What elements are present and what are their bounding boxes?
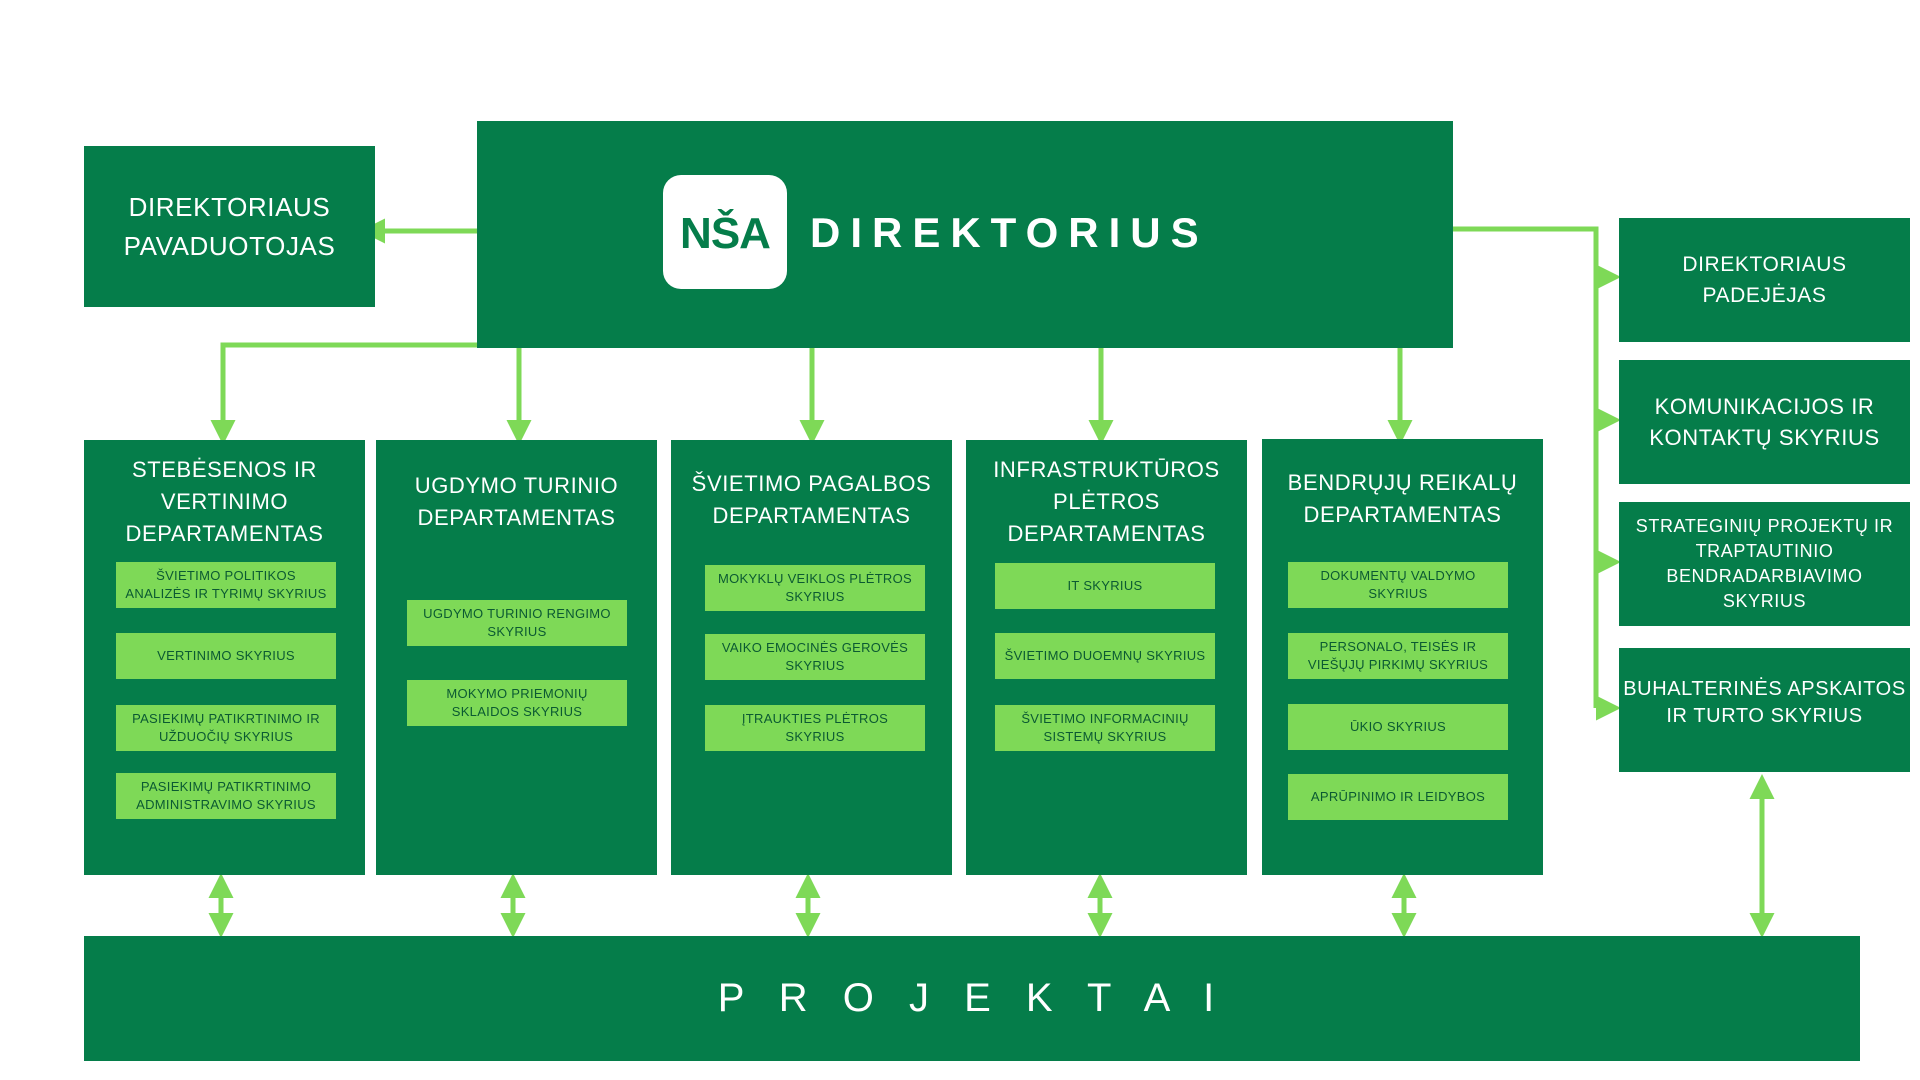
right-unit-line: IR TURTO SKYRIUS bbox=[1666, 705, 1863, 727]
unit-box: ŠVIETIMO POLITIKOS ANALIZĖS IR TYRIMŲ SK… bbox=[116, 562, 336, 608]
department-general-affairs: BENDRŲJŲ REIKALŲ DEPARTAMENTAS DOKUMENTŲ… bbox=[1262, 439, 1543, 875]
department-curriculum: UGDYMO TURINIO DEPARTAMENTAS UGDYMO TURI… bbox=[376, 440, 657, 875]
unit-line: ADMINISTRAVIMO SKYRIUS bbox=[136, 797, 316, 812]
unit-box: IT SKYRIUS bbox=[995, 563, 1215, 609]
nsa-logo-mark: NŠA bbox=[680, 207, 771, 258]
unit-line: IT SKYRIUS bbox=[1067, 578, 1143, 593]
unit-line: PERSONALO, TEISĖS IR bbox=[1319, 639, 1477, 654]
svg-text:NŠA: NŠA bbox=[680, 207, 770, 258]
director-box bbox=[477, 121, 1453, 348]
unit-box: APRŪPINIMO IR LEIDYBOS bbox=[1288, 774, 1508, 820]
unit-box: ŪKIO SKYRIUS bbox=[1288, 704, 1508, 750]
director-title: DIREKTORIUS bbox=[810, 209, 1209, 256]
right-unit-line: BUHALTERINĖS APSKAITOS bbox=[1623, 678, 1906, 700]
department-title-line: DEPARTAMENTAS bbox=[712, 503, 911, 528]
right-unit-line: KOMUNIKACIJOS IR bbox=[1654, 394, 1875, 419]
unit-box: PASIEKIMŲ PATIKRTINIMO IR UŽDUOČIŲ SKYRI… bbox=[116, 705, 336, 751]
projects-label: P R O J E K T A I bbox=[717, 976, 1227, 1020]
unit-line: ŪKIO SKYRIUS bbox=[1349, 719, 1447, 734]
connector-to-dept-1 bbox=[210, 342, 477, 445]
unit-box: ŠVIETIMO DUOEMNŲ SKYRIUS bbox=[995, 633, 1215, 679]
unit-line: SKYRIUS bbox=[1368, 586, 1428, 601]
department-education-support: ŠVIETIMO PAGALBOS DEPARTAMENTAS MOKYKLŲ … bbox=[671, 440, 952, 875]
department-title-line: VERTINIMO bbox=[160, 489, 289, 514]
unit-line: VAIKO EMOCINĖS GEROVĖS bbox=[721, 640, 909, 655]
unit-line: ĮTRAUKTIES PLĖTROS bbox=[741, 711, 889, 726]
department-title-line: STEBĖSENOS IR bbox=[131, 457, 318, 482]
unit-box: PASIEKIMŲ PATIKRTINIMO ADMINISTRAVIMO SK… bbox=[116, 773, 336, 819]
department-title-line: DEPARTAMENTAS bbox=[1007, 521, 1206, 546]
department-title-line: INFRASTRUKTŪROS bbox=[993, 457, 1220, 482]
nsa-logo: NŠA bbox=[663, 175, 787, 289]
right-unit-line: PADEJĖJAS bbox=[1702, 284, 1827, 307]
unit-line: MOKYMO PRIEMONIŲ bbox=[446, 686, 588, 701]
unit-box: MOKYMO PRIEMONIŲ SKLAIDOS SKYRIUS bbox=[407, 680, 627, 726]
unit-line: VIEŠŲJŲ PIRKIMŲ SKYRIUS bbox=[1307, 657, 1489, 672]
unit-box: ŠVIETIMO INFORMACINIŲ SISTEMŲ SKYRIUS bbox=[995, 705, 1215, 751]
unit-line: SISTEMŲ SKYRIUS bbox=[1043, 729, 1167, 744]
unit-line: UGDYMO TURINIO RENGIMO bbox=[423, 606, 611, 621]
unit-line: DOKUMENTŲ VALDYMO bbox=[1320, 568, 1476, 583]
unit-line: MOKYKLŲ VEIKLOS PLĖTROS bbox=[717, 571, 913, 586]
unit-line: VERTINIMO SKYRIUS bbox=[157, 648, 295, 663]
right-unit-line: STRATEGINIŲ PROJEKTŲ IR bbox=[1635, 516, 1894, 536]
department-title-line: UGDYMO TURINIO bbox=[414, 473, 619, 498]
unit-box: VERTINIMO SKYRIUS bbox=[116, 633, 336, 679]
unit-line: SKYRIUS bbox=[487, 624, 547, 639]
unit-box: MOKYKLŲ VEIKLOS PLĖTROS SKYRIUS bbox=[705, 565, 925, 611]
right-unit-line: DIREKTORIAUS bbox=[1682, 253, 1847, 276]
right-unit-line: TRAPTAUTINIO bbox=[1695, 541, 1834, 561]
right-unit-line: SKYRIUS bbox=[1722, 591, 1807, 611]
unit-box: VAIKO EMOCINĖS GEROVĖS SKYRIUS bbox=[705, 634, 925, 680]
department-title-line: PLĖTROS bbox=[1053, 489, 1160, 514]
unit-line: UŽDUOČIŲ SKYRIUS bbox=[158, 729, 294, 744]
unit-line: SKYRIUS bbox=[785, 589, 845, 604]
unit-box: DOKUMENTŲ VALDYMO SKYRIUS bbox=[1288, 562, 1508, 608]
right-unit-strategic-projects: STRATEGINIŲ PROJEKTŲ IR TRAPTAUTINIO BEN… bbox=[1619, 502, 1910, 626]
right-unit-line: BENDRADARBIAVIMO bbox=[1666, 566, 1863, 586]
unit-line: APRŪPINIMO IR LEIDYBOS bbox=[1310, 789, 1486, 804]
department-title-line: DEPARTAMENTAS bbox=[125, 521, 324, 546]
unit-line: SKYRIUS bbox=[785, 729, 845, 744]
right-unit-line: KONTAKTŲ SKYRIUS bbox=[1649, 425, 1880, 450]
unit-line: SKLAIDOS SKYRIUS bbox=[451, 704, 583, 719]
unit-line: PASIEKIMŲ PATIKRTINIMO bbox=[140, 779, 312, 794]
unit-line: ŠVIETIMO DUOEMNŲ SKYRIUS bbox=[1004, 648, 1206, 663]
deputy-line-1: DIREKTORIAUS bbox=[128, 191, 331, 222]
department-title-line: ŠVIETIMO PAGALBOS bbox=[691, 471, 932, 496]
unit-line: ANALIZĖS IR TYRIMŲ SKYRIUS bbox=[125, 586, 327, 601]
unit-line: ŠVIETIMO POLITIKOS bbox=[156, 568, 296, 583]
deputy-line-2: PAVADUOTOJAS bbox=[123, 230, 336, 261]
department-infrastructure: INFRASTRUKTŪROS PLĖTROS DEPARTAMENTAS IT… bbox=[966, 440, 1247, 875]
department-title-line: DEPARTAMENTAS bbox=[417, 505, 616, 530]
unit-line: SKYRIUS bbox=[785, 658, 845, 673]
unit-box: ĮTRAUKTIES PLĖTROS SKYRIUS bbox=[705, 705, 925, 751]
unit-box: PERSONALO, TEISĖS IR VIEŠŲJŲ PIRKIMŲ SKY… bbox=[1288, 633, 1508, 679]
department-title-line: BENDRŲJŲ REIKALŲ bbox=[1287, 470, 1518, 495]
unit-box: UGDYMO TURINIO RENGIMO SKYRIUS bbox=[407, 600, 627, 646]
right-unit-communications: KOMUNIKACIJOS IR KONTAKTŲ SKYRIUS bbox=[1619, 360, 1910, 484]
projects-box: P R O J E K T A I bbox=[84, 936, 1860, 1061]
right-unit-assistant: DIREKTORIAUS PADEJĖJAS bbox=[1619, 218, 1910, 342]
deputy-box: DIREKTORIAUS PAVADUOTOJAS bbox=[84, 146, 375, 307]
department-title-line: DEPARTAMENTAS bbox=[1303, 502, 1502, 527]
unit-line: ŠVIETIMO INFORMACINIŲ bbox=[1021, 711, 1189, 726]
right-unit-accounting: BUHALTERINĖS APSKAITOS IR TURTO SKYRIUS bbox=[1619, 648, 1910, 772]
unit-line: PASIEKIMŲ PATIKRTINIMO IR bbox=[132, 711, 320, 726]
department-monitoring-evaluation: STEBĖSENOS IR VERTINIMO DEPARTAMENTAS ŠV… bbox=[84, 440, 365, 875]
